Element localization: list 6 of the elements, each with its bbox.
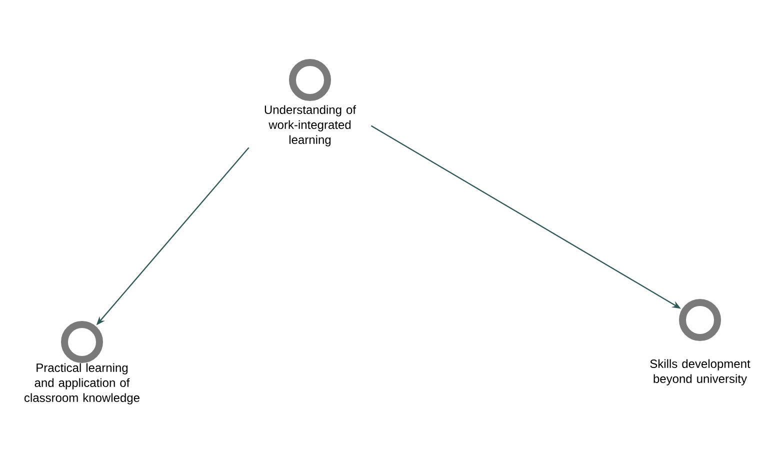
circle-node: Practical learning and application of classroom knowledge bbox=[24, 321, 140, 404]
circle-node: Skills development beyond university bbox=[650, 299, 750, 386]
circle-node: Understanding of work-integrated learning bbox=[264, 59, 356, 146]
node-label: Understanding of work-integrated learning bbox=[264, 105, 356, 146]
node-label: Skills development beyond university bbox=[650, 359, 750, 386]
node-label: Practical learning and application of classroom knowledge bbox=[24, 363, 140, 404]
